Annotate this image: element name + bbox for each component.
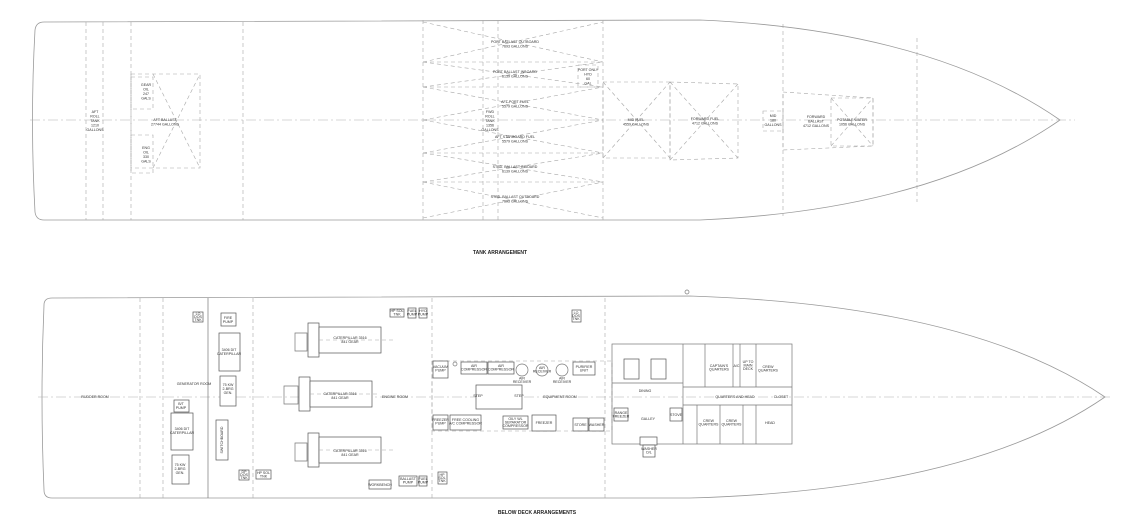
- workbench-label: WORKBENCH: [368, 483, 392, 487]
- aft-ballast-tank: [130, 73, 201, 174]
- hull-outline: [32, 19, 1061, 221]
- store-label: STORE: [574, 423, 587, 427]
- equipment-room-label: EQUIPMENT ROOM: [543, 395, 576, 399]
- engine-port: [294, 322, 395, 358]
- below-deck-title: BELOW DECK ARRANGEMENTS: [498, 510, 577, 516]
- generator-room-label: GENERATOR ROOM: [177, 382, 212, 386]
- step-label: STEP: [514, 394, 524, 398]
- head-label: HEAD: [765, 421, 775, 425]
- engine-center: [283, 376, 380, 412]
- step-label: STEP: [473, 394, 483, 398]
- center-tanks: [422, 21, 604, 219]
- stove-label: STOVE: [670, 413, 683, 417]
- engine-starboard: [294, 432, 395, 468]
- freezer-label: FREEZER: [536, 421, 553, 425]
- forward-tanks: [602, 81, 874, 161]
- galley-label: GALLEY: [641, 417, 656, 421]
- tank-arrangement-title: TANK ARRANGEMENT: [473, 250, 527, 256]
- engine-room-label: ENGINE ROOM: [382, 395, 408, 399]
- rudder-room-label: RUDDER ROOM: [81, 395, 109, 399]
- hull-outline: [41, 295, 1106, 499]
- washer-label: WASHER: [589, 423, 605, 427]
- quarters-and-head-label: QUARTERS AND HEAD: [715, 395, 755, 399]
- dining-label: DINING: [639, 389, 652, 393]
- ac-label: A/C: [734, 364, 740, 368]
- quarters-and-head: QUARTERS AND HEAD DINING GALLEY HEAD CAP…: [611, 343, 793, 458]
- switchboard-label: SWITCHBOARD: [220, 426, 224, 453]
- closet-label: CLOSET: [774, 395, 789, 399]
